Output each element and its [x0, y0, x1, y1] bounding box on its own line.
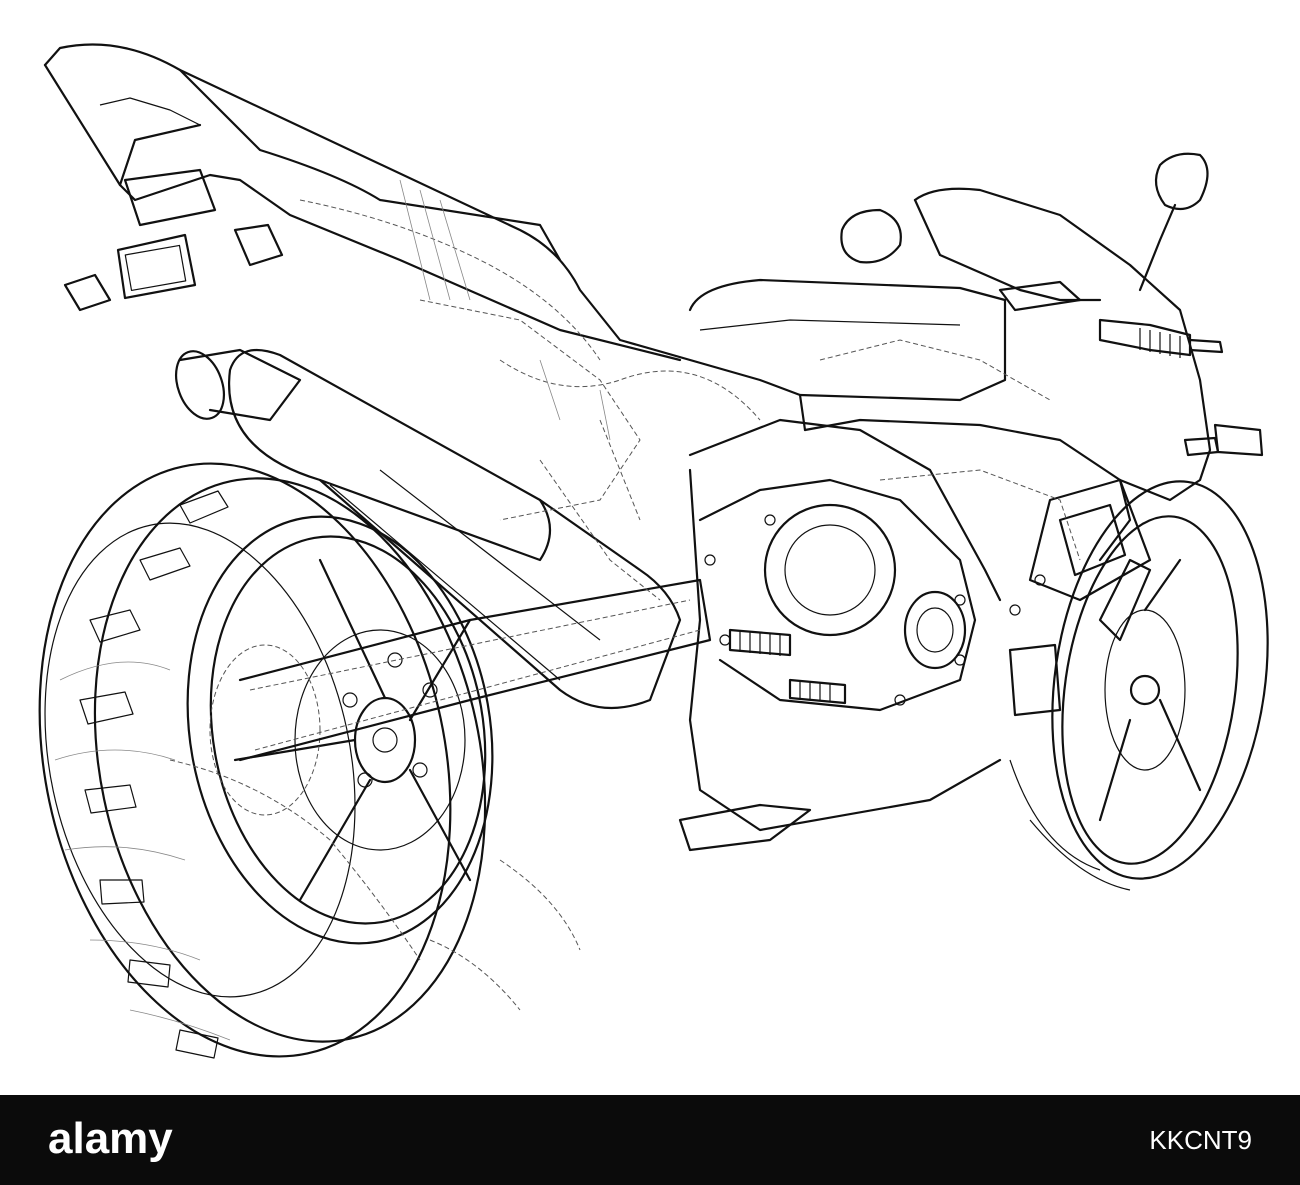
motorcycle-drawing — [38, 43, 1269, 1059]
front-wheel — [1009, 480, 1269, 891]
handlebar — [1098, 318, 1264, 457]
rear-tire — [38, 462, 487, 1059]
fuel-tank — [688, 278, 1007, 402]
motorcycle-wireframe-illustration — [38, 43, 1269, 1059]
stock-watermark-footer: alamy KKCNT9 — [0, 1095, 1300, 1185]
swingarm-chain — [238, 578, 712, 762]
image-id-label: KKCNT9 — [1149, 1125, 1252, 1155]
engine — [698, 478, 1046, 712]
exhaust-muffler — [175, 348, 682, 710]
mirrors — [840, 152, 1209, 292]
alamy-logo: alamy — [48, 1114, 173, 1163]
tail-section — [43, 43, 807, 432]
rear-brake-disc — [342, 652, 438, 788]
rear-rim — [186, 515, 494, 945]
hidden-lines — [169, 179, 1081, 1011]
